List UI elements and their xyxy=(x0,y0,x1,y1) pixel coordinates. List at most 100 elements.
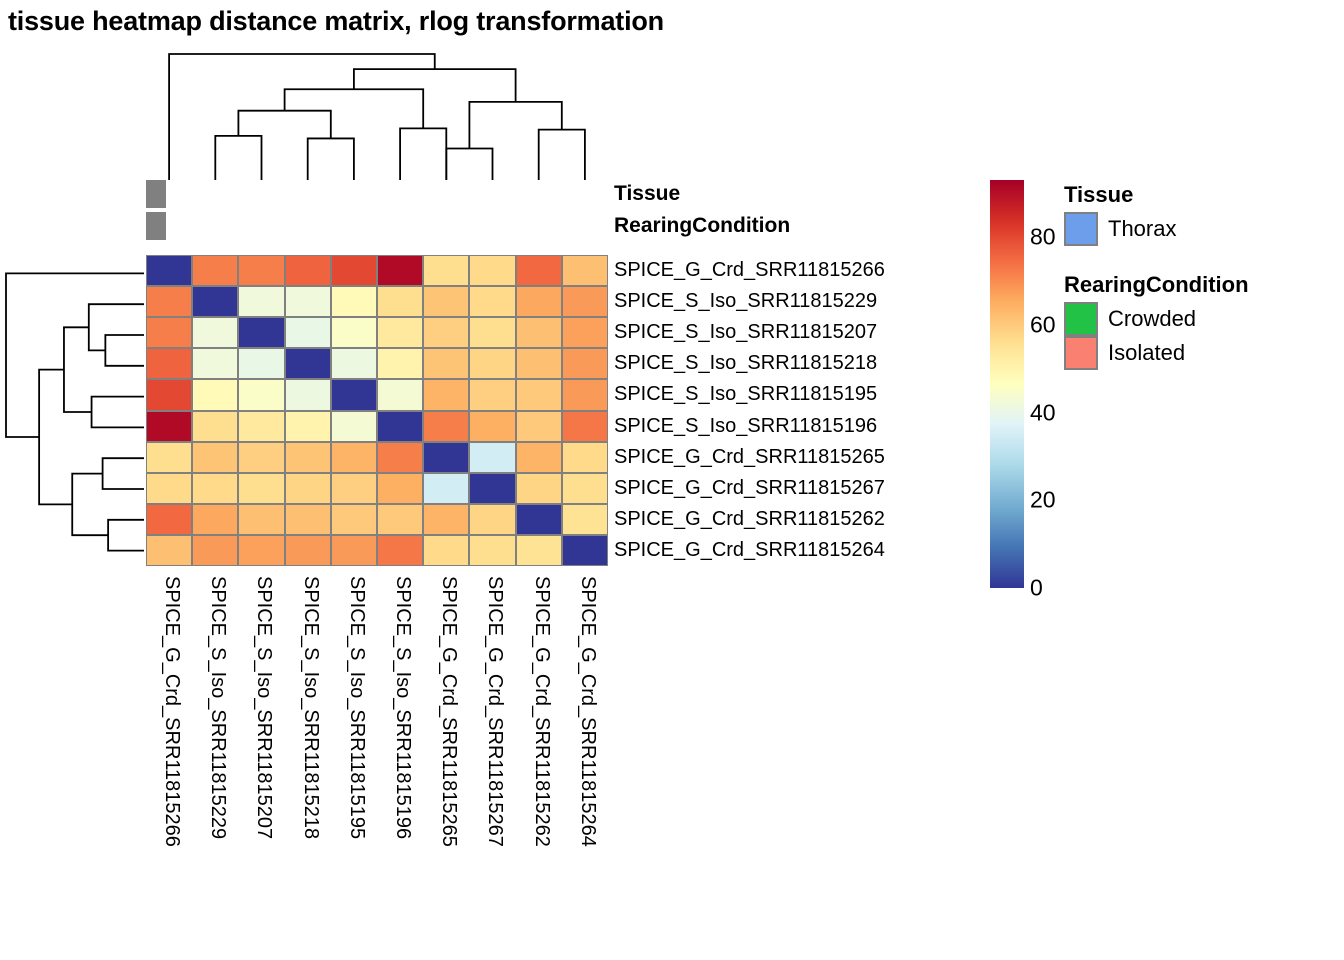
heatmap-cell xyxy=(284,503,331,535)
heatmap-cell xyxy=(284,410,331,442)
tissue-annotation-cell xyxy=(162,180,164,208)
heatmap-cell xyxy=(284,379,331,411)
heatmap-cell xyxy=(469,534,516,566)
heatmap-cell xyxy=(469,503,516,535)
row-label: SPICE_G_Crd_SRR11815265 xyxy=(614,445,885,468)
heatmap-cell xyxy=(377,255,424,287)
legend-swatch xyxy=(1064,302,1098,336)
rearing-annotation-cell xyxy=(150,212,152,240)
dendrogram-link xyxy=(445,147,494,180)
heatmap-cell xyxy=(469,379,516,411)
heatmap-cell xyxy=(238,534,285,566)
col-dendro-svg xyxy=(168,53,586,180)
rearing-annotation-cell xyxy=(146,212,148,240)
dendrogram-link xyxy=(353,68,517,102)
heatmap-cell xyxy=(330,348,377,380)
heatmap-cell xyxy=(377,379,424,411)
dendrogram-link xyxy=(399,127,448,180)
heatmap-cell xyxy=(515,255,562,287)
heatmap-cell xyxy=(146,410,193,442)
heatmap-cell xyxy=(469,410,516,442)
heatmap-cell xyxy=(192,503,239,535)
column-label: SPICE_G_Crd_SRR11815267 xyxy=(484,576,507,847)
heatmap-cell xyxy=(192,286,239,318)
colorbar-tick-label: 20 xyxy=(1030,486,1056,513)
heatmap-cell xyxy=(515,379,562,411)
heatmap-cell xyxy=(146,286,193,318)
heatmap-cell xyxy=(238,255,285,287)
rearing-annotation-cell xyxy=(154,212,156,240)
legend-item[interactable]: Thorax xyxy=(1064,212,1336,246)
legend-title: Tissue xyxy=(1064,182,1134,207)
heatmap-cell xyxy=(377,286,424,318)
colorbar-tick-label: 0 xyxy=(1030,574,1043,601)
column-label: SPICE_G_Crd_SRR11815262 xyxy=(530,576,553,847)
column-label-slot: SPICE_S_Iso_SRR11815196 xyxy=(377,572,423,958)
heatmap-cell xyxy=(377,348,424,380)
heatmap-cell xyxy=(146,255,193,287)
heatmap-cell xyxy=(561,503,608,535)
row-label: SPICE_S_Iso_SRR11815196 xyxy=(614,414,878,437)
heatmap-cell xyxy=(192,441,239,473)
legend-item[interactable]: Isolated xyxy=(1064,336,1336,370)
colorbar-tick-label: 60 xyxy=(1030,311,1056,338)
dendrogram-link xyxy=(5,272,144,438)
heatmap-cell xyxy=(377,472,424,504)
heatmap-cell xyxy=(515,503,562,535)
heatmap-cell xyxy=(423,348,470,380)
dendrogram-link xyxy=(537,128,586,180)
heatmap-cell xyxy=(330,410,377,442)
heatmap-cell xyxy=(238,286,285,318)
heatmap-cell xyxy=(192,379,239,411)
column-label: SPICE_S_Iso_SRR11815196 xyxy=(391,576,414,840)
heatmap-cell xyxy=(330,317,377,349)
heatmap-cell xyxy=(146,379,193,411)
heatmap-cell xyxy=(377,317,424,349)
dendrogram-link xyxy=(214,135,263,180)
row-label: SPICE_G_Crd_SRR11815264 xyxy=(614,538,885,561)
dendrogram-link xyxy=(168,53,436,180)
heatmap-cell xyxy=(515,534,562,566)
heatmap-cell xyxy=(515,472,562,504)
heatmap-cell xyxy=(469,472,516,504)
heatmap-cell xyxy=(238,472,285,504)
heatmap-cell xyxy=(146,441,193,473)
tissue-annotation-cell xyxy=(154,180,156,208)
heatmap-cell xyxy=(284,286,331,318)
heatmap-cell xyxy=(423,317,470,349)
heatmap-cell xyxy=(423,441,470,473)
heatmap-cell xyxy=(192,317,239,349)
dendrogram-link xyxy=(107,518,144,552)
tissue-annotation-cell xyxy=(158,180,160,208)
row-label: SPICE_G_Crd_SRR11815266 xyxy=(614,259,885,282)
heatmap-cell xyxy=(330,286,377,318)
column-label: SPICE_G_Crd_SRR11815266 xyxy=(160,576,183,847)
heatmap-cell xyxy=(238,441,285,473)
column-label-list: SPICE_G_Crd_SRR11815266 SPICE_S_Iso_SRR11… xyxy=(146,572,608,958)
column-label-slot: SPICE_G_Crd_SRR11815264 xyxy=(562,572,608,958)
heatmap-cell xyxy=(330,534,377,566)
legend-item[interactable]: Crowded xyxy=(1064,302,1336,336)
colorbar-gradient xyxy=(990,180,1024,588)
heatmap-cell xyxy=(515,348,562,380)
heatmap-grid xyxy=(146,255,608,566)
heatmap-cell xyxy=(377,441,424,473)
column-label-slot: SPICE_G_Crd_SRR11815262 xyxy=(516,572,562,958)
heatmap-cell xyxy=(561,317,608,349)
rearing-annotation-cell xyxy=(162,212,164,240)
tissue-annotation-cell xyxy=(152,180,154,208)
row-label: SPICE_G_Crd_SRR11815267 xyxy=(614,476,885,499)
heatmap-cell xyxy=(561,472,608,504)
legend-swatch xyxy=(1064,336,1098,370)
tissue-annotation-cell xyxy=(146,180,148,208)
heatmap-cell xyxy=(284,317,331,349)
row-dendro-svg xyxy=(5,272,144,552)
rearing-annotation-label: RearingCondition xyxy=(614,214,791,237)
heatmap-cell xyxy=(561,441,608,473)
column-label-slot: SPICE_S_Iso_SRR11815218 xyxy=(285,572,331,958)
row-label: SPICE_S_Iso_SRR11815229 xyxy=(614,290,878,313)
heatmap-cell xyxy=(515,441,562,473)
tissue-annotation-bar xyxy=(146,180,166,208)
heatmap-cell xyxy=(238,379,285,411)
